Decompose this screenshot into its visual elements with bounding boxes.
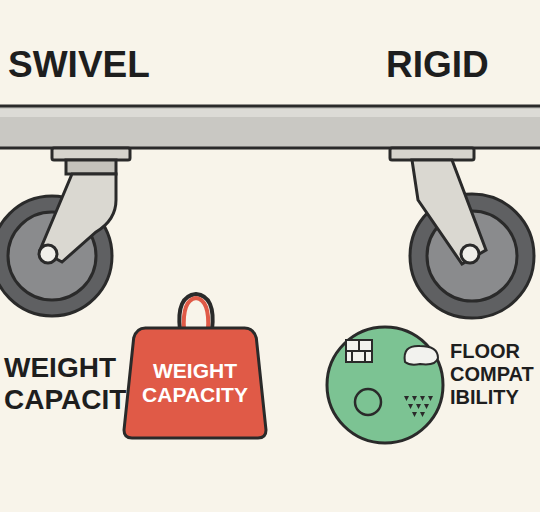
floor-badge bbox=[327, 327, 443, 443]
swivel-caster bbox=[0, 148, 130, 316]
rigid-caster bbox=[390, 148, 534, 318]
bar-highlight bbox=[0, 109, 540, 117]
heading-label: RIGID bbox=[386, 44, 536, 87]
weight-handle-inner bbox=[184, 298, 209, 330]
weight-handle bbox=[179, 294, 212, 330]
weight-node: WEIGHT CAPACITY bbox=[122, 326, 268, 440]
heading-label: SWIVEL bbox=[8, 44, 208, 87]
node-text: WEIGHT CAPACITY bbox=[122, 359, 268, 407]
cart-bar bbox=[0, 106, 540, 148]
feature-label: FLOOR COMPATIBILITY bbox=[450, 340, 538, 409]
